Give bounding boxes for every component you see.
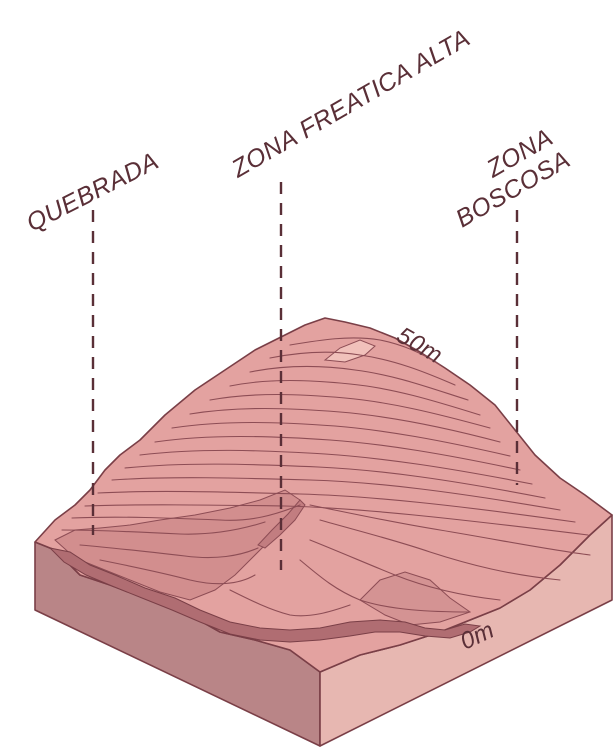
label-zona-freatica-alta: ZONA FREATICA ALTA [226, 24, 475, 184]
contour-lines [61, 337, 591, 617]
label-quebrada: QUEBRADA [22, 147, 163, 237]
stream-channel [48, 547, 482, 643]
summit-light-patch [323, 339, 376, 363]
